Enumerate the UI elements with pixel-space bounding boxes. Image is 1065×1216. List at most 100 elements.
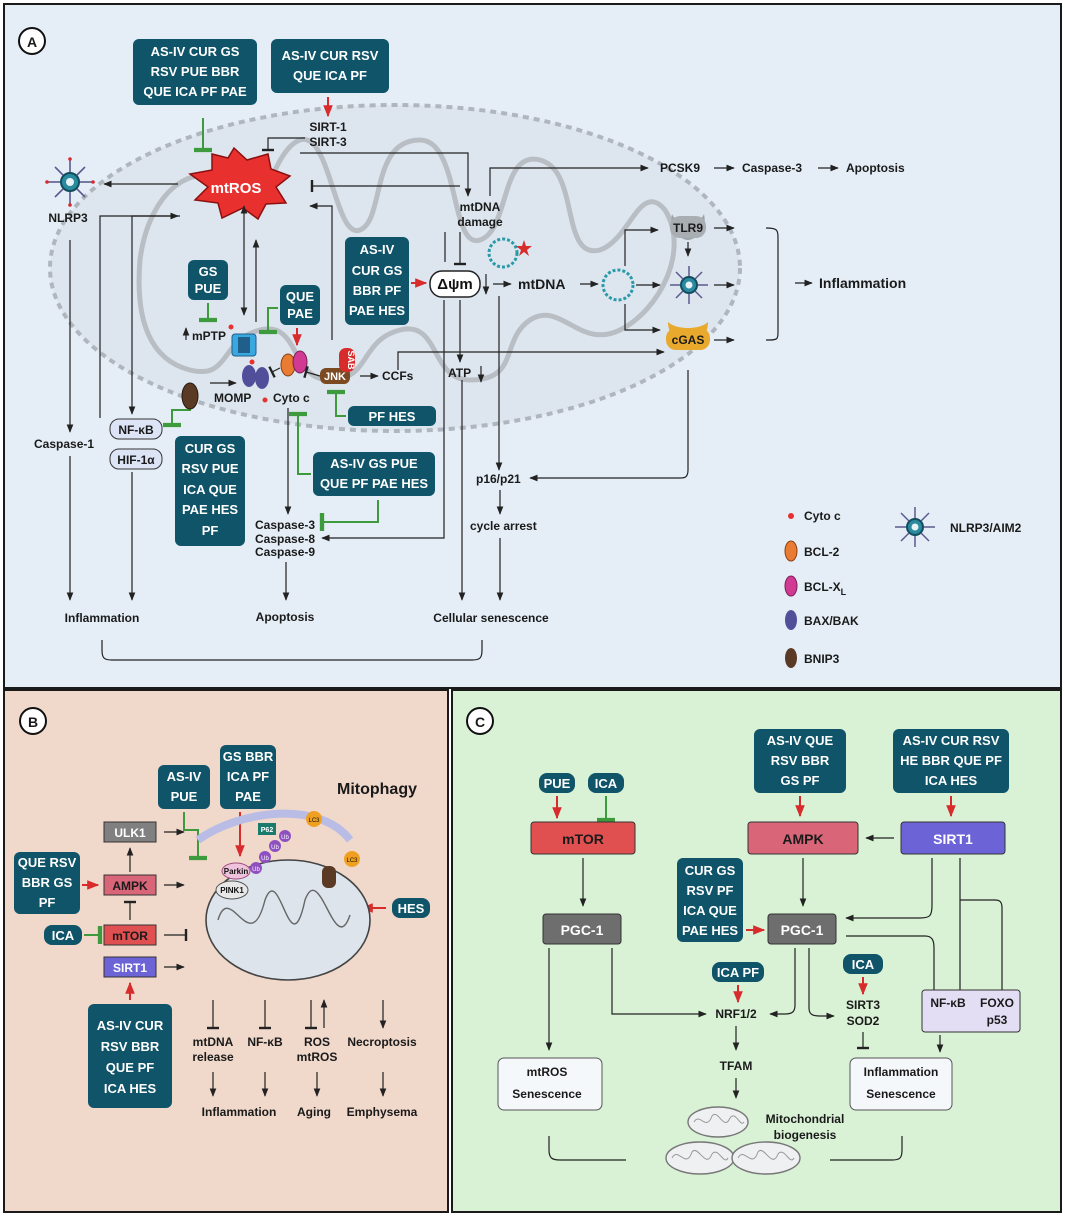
mtros-label: mtROS — [211, 180, 262, 197]
drug-text: QUE PF — [106, 1060, 154, 1075]
tlr9-label: TLR9 — [673, 221, 703, 235]
nfkb-box — [109, 418, 163, 440]
senescence-c-label: Senescence — [512, 1087, 582, 1101]
ampk-c-label: AMPK — [782, 831, 823, 847]
drug-box-gs-bbr — [220, 745, 276, 809]
legend-panel-a: Cyto c BCL-2 BCL-XL BAX/BAK BNIP3 NLRP3/… — [784, 507, 1022, 668]
ub-label: Ub — [261, 856, 269, 862]
momp-label: MOMP — [214, 391, 251, 405]
legend-bcl2: BCL-2 — [804, 545, 840, 559]
mptp-channel-icon — [231, 333, 257, 357]
drug-box-pf-hes — [348, 406, 436, 426]
drug-text: ICA — [595, 776, 618, 791]
mtdna-label: mtDNA — [518, 276, 565, 292]
drug-text: PAE HES — [682, 923, 738, 938]
drug-text: ICA HES — [925, 773, 978, 788]
necroptosis-label: Necroptosis — [347, 1035, 417, 1049]
mtor-box-c — [530, 821, 636, 855]
drug-text: GS BBR — [223, 749, 274, 764]
sab-box — [339, 348, 355, 372]
pgc1-left-label: PGC-1 — [561, 922, 604, 938]
delta-psi-label: Δψm — [437, 276, 472, 293]
panel-b: B Mitophagy AS-IV PUE GS BBR ICA PF PAE … — [3, 689, 449, 1213]
drug-box-hes-b — [392, 898, 430, 918]
drug-box-b-bottom — [88, 1004, 172, 1108]
drug-text: AS-IV — [360, 242, 395, 257]
drug-text: PF — [202, 523, 219, 538]
drug-box-ica-b — [44, 925, 82, 945]
legend-bclxl-icon — [784, 575, 798, 597]
mtor-label: mTOR — [112, 929, 148, 943]
nlrp3-aim2-icon — [670, 266, 708, 304]
pgc1-left-box — [542, 913, 622, 945]
drug-box-gs-pue — [188, 260, 228, 300]
apoptosis-bottom-label: Apoptosis — [256, 610, 315, 624]
sab-label: SAB — [346, 350, 356, 370]
drug-box-3 — [345, 237, 409, 325]
nfkb-c-label: NF-κB — [930, 996, 966, 1010]
pgc1-mid-box — [767, 913, 837, 945]
mitophagy-title: Mitophagy — [337, 781, 417, 798]
mtor-c-label: mTOR — [562, 831, 604, 847]
ubiquitin-chain-icon: Ub Ub Ub Ub — [250, 830, 291, 874]
ampk-box-b — [103, 874, 157, 896]
legend-cyto-c-icon — [788, 513, 794, 519]
sod2-label: SOD2 — [847, 1014, 880, 1028]
inflammation-right-label: Inflammation — [819, 275, 906, 291]
drug-text: ICA — [852, 957, 875, 972]
drug-box-asiv-pue — [158, 765, 210, 809]
mtdna-damaged-icon — [487, 237, 519, 269]
mptp-label: mPTP — [192, 329, 226, 343]
legend-cyto-c: Cyto c — [804, 509, 841, 523]
caspase3-label: Caspase-3 — [255, 518, 315, 532]
drug-text: RSV PF — [687, 883, 734, 898]
legend-bax-bak-icon — [785, 610, 797, 630]
ub-label: Ub — [281, 835, 289, 841]
ulk1-label: ULK1 — [114, 826, 146, 840]
pgc1-mid-label: PGC-1 — [781, 922, 824, 938]
pink1-box — [215, 880, 249, 900]
mtros-c-label: mtROS — [527, 1065, 568, 1079]
drug-text: PAE — [287, 306, 313, 321]
mtdna-release-label: release — [192, 1050, 234, 1064]
senescence-c2-label: Senescence — [866, 1087, 936, 1101]
hif1a-box — [109, 448, 163, 470]
sirt3-label: SIRT-3 — [309, 135, 347, 149]
drug-box-2 — [271, 39, 389, 93]
drug-text: QUE PF PAE HES — [320, 476, 428, 491]
panel-c-label: C — [475, 714, 485, 730]
drug-text: RSV BBR — [101, 1039, 160, 1054]
lc3-label: LC3 — [308, 818, 320, 824]
mtros-senescence-box — [497, 1057, 603, 1111]
mtros-b-label: mtROS — [297, 1050, 338, 1064]
atp-label: ATP — [448, 366, 471, 380]
drug-text: QUE RSV — [18, 855, 77, 870]
mtdna-release-label: mtDNA — [193, 1035, 234, 1049]
drug-box-4 — [175, 436, 245, 546]
bax-bak-icon — [255, 367, 269, 389]
jnk-label: JNK — [324, 371, 346, 383]
drug-text: RSV PUE BBR — [151, 64, 240, 79]
legend-nlrp3-aim2: NLRP3/AIM2 — [950, 521, 1022, 535]
nfkb-label: NF-κB — [118, 423, 154, 437]
mtdna-released-icon — [601, 268, 635, 302]
drug-text: AS-IV CUR GS — [151, 44, 240, 59]
ros-label: ROS — [304, 1035, 330, 1049]
jnk-box — [320, 368, 350, 384]
panel-b-label: B — [28, 714, 38, 730]
drug-text: PF HES — [369, 409, 416, 424]
inflammation-senescence-box — [849, 1057, 953, 1111]
foxo-label: FOXO — [980, 996, 1014, 1010]
pcsk9-label: PCSK9 — [660, 161, 700, 175]
hif1a-label: HIF-1α — [117, 453, 155, 467]
legend-bnip3-icon — [785, 648, 797, 668]
mtdna-damage-label: damage — [457, 215, 503, 229]
drug-box-ica-c — [588, 773, 624, 793]
nfkb-foxo-p53-box — [921, 989, 1021, 1033]
biogenesis-label: biogenesis — [774, 1128, 837, 1142]
phagophore-membrane — [195, 809, 354, 844]
sirt1-c-label: SIRT1 — [933, 831, 973, 847]
panel-c: C PUE ICA mTOR AS-IV QUE RSV BBR GS PF A… — [451, 689, 1062, 1213]
nfkb-b-label: NF-κB — [247, 1035, 283, 1049]
